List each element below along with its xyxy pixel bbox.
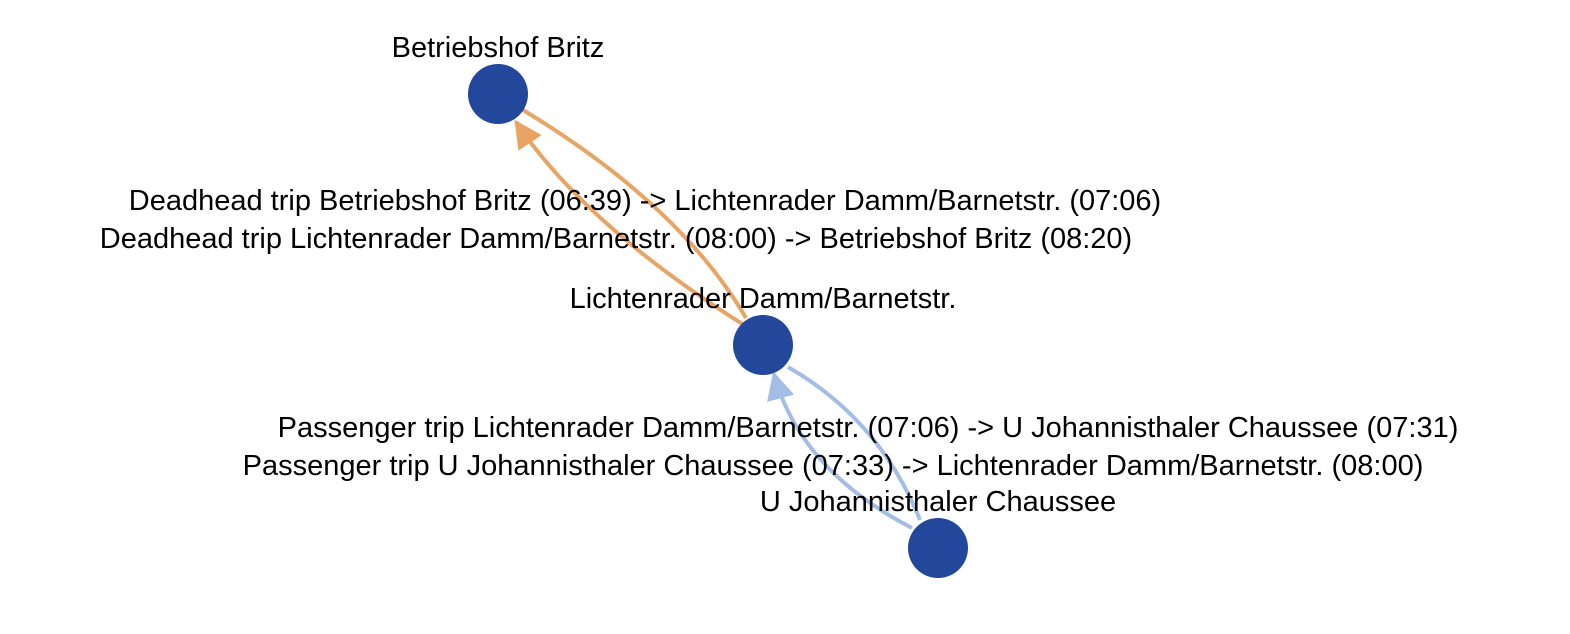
edge-label-passenger-out: Passenger trip Lichtenrader Damm/Barnets… [278, 412, 1459, 444]
node-label-betriebshof-britz: Betriebshof Britz [392, 32, 605, 64]
edge-label-deadhead-back: Deadhead trip Lichtenrader Damm/Barnetst… [100, 223, 1132, 255]
node-u-johannisthaler [908, 518, 968, 578]
edge-deadhead-lichtenrader-to-britz [514, 119, 746, 327]
node-label-lichtenrader-damm: Lichtenrader Damm/Barnetstr. [570, 283, 957, 315]
edge-label-passenger-back: Passenger trip U Johannisthaler Chaussee… [243, 450, 1424, 482]
edge-passenger-lichtenrader-to-johannisthaler [787, 365, 922, 521]
node-label-u-johannisthaler: U Johannisthaler Chaussee [760, 486, 1116, 518]
node-betriebshof-britz [468, 64, 528, 124]
node-lichtenrader-damm [733, 315, 793, 375]
edge-deadhead-britz-to-lichtenrader [521, 108, 748, 320]
edge-label-deadhead-out: Deadhead trip Betriebshof Britz (06:39) … [129, 185, 1161, 217]
edge-passenger-johannisthaler-to-lichtenrader [767, 371, 913, 530]
